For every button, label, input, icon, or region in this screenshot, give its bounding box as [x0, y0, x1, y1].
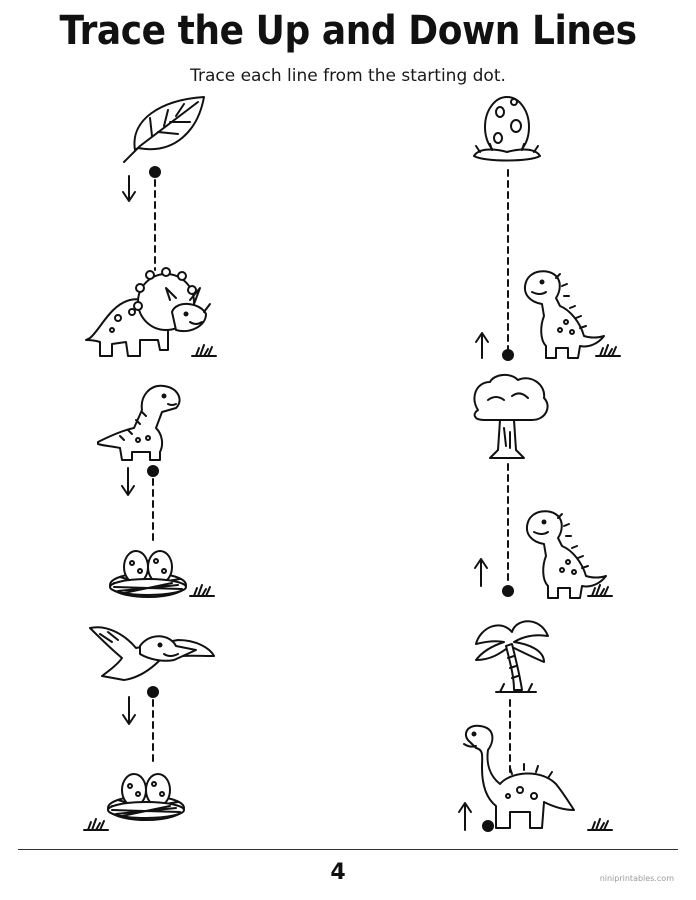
nest-icon — [107, 773, 185, 821]
grass-icon — [587, 818, 613, 831]
grass-icon — [595, 344, 621, 357]
palm-tree-icon — [475, 620, 549, 693]
trace-line-up-1 — [475, 169, 514, 361]
page-title: Trace the Up and Down Lines — [59, 8, 637, 54]
triceratops-icon — [85, 267, 211, 357]
baby-dinosaur-icon — [523, 270, 605, 359]
long-neck-dinosaur-icon — [97, 384, 181, 461]
egg-icon — [473, 96, 541, 162]
grass-icon — [83, 818, 109, 831]
trace-line-down-1 — [122, 166, 161, 271]
site-credit: niniprintables.com — [599, 874, 674, 883]
footer-divider — [18, 849, 678, 850]
pterodactyl-icon — [89, 626, 215, 681]
trace-line-down-3 — [122, 686, 159, 767]
trace-line-up-2 — [474, 463, 514, 597]
trace-line-down-2 — [121, 465, 159, 546]
baby-dinosaur-icon — [525, 510, 607, 599]
grass-icon — [191, 344, 217, 357]
nest-icon — [109, 550, 187, 598]
tree-icon — [473, 374, 549, 459]
brontosaurus-icon — [463, 724, 575, 829]
leaf-icon — [123, 96, 205, 163]
instructions: Trace each line from the starting dot. — [190, 66, 506, 86]
page-number: 4 — [330, 860, 346, 885]
grass-icon — [189, 584, 215, 597]
